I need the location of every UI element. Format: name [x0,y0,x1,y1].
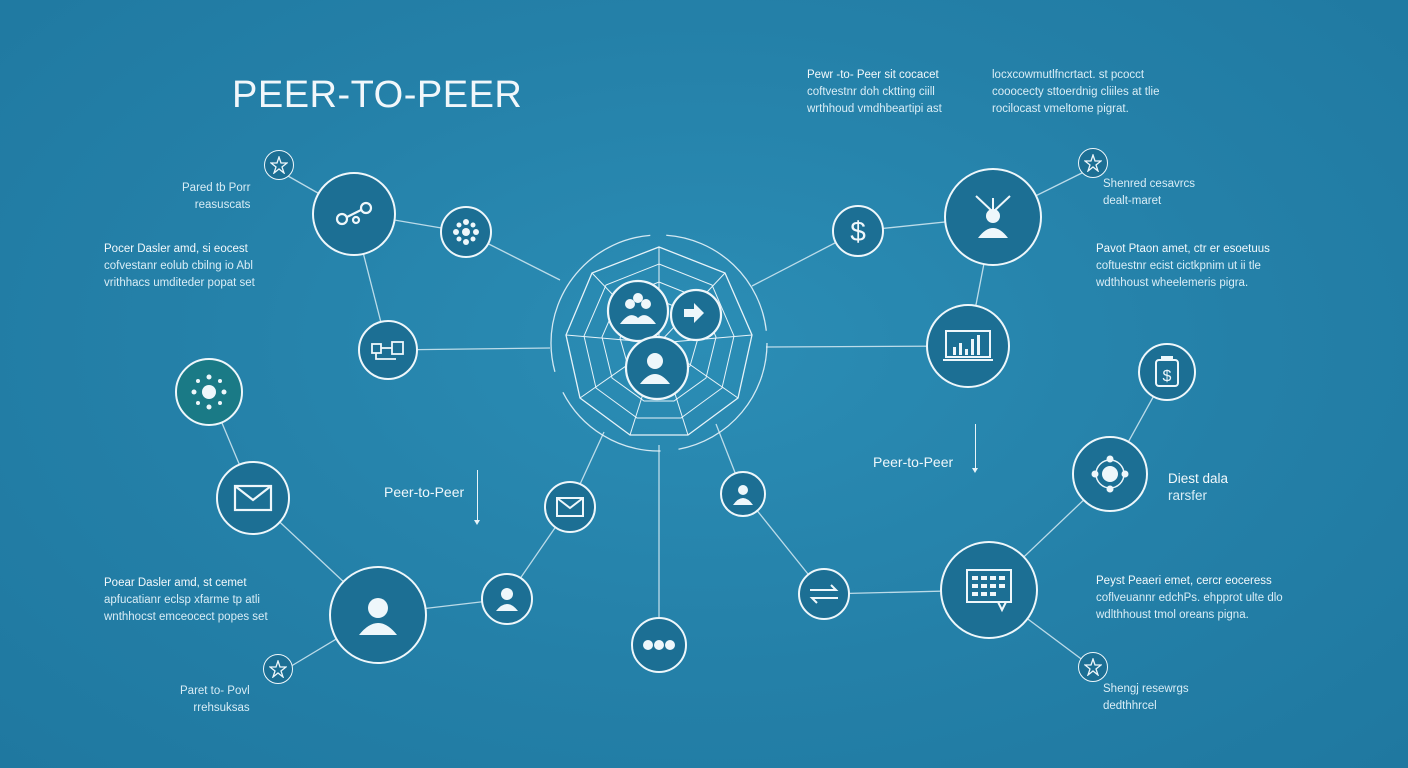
label-line: Shenred cesavrcs [1103,178,1196,190]
label-line: dedthhrcel [1103,700,1157,712]
paragraph-line: wnthhocst emceocect popes set [104,611,268,623]
mail-node-center[interactable] [544,481,596,533]
label-line: reasuscats [194,199,251,211]
top-text-right-line: cooocecty sttoerdnig cliiles at tlie [992,86,1160,98]
swap-node[interactable] [798,568,850,620]
down-arrow-marker [474,470,480,525]
right-upper-label: Shenred cesavrcs dealt-maret [1103,176,1195,210]
label-line: Pared tb Porr [182,182,251,194]
chart-screen-icon [943,330,993,361]
paragraph-line: cofvestanr eolub cbilng io Abl [104,260,253,272]
small-user-icon [496,588,518,611]
left-upper-label: Pared tb Porr reasuscats [182,180,250,214]
flow-node[interactable] [358,320,418,380]
exchange-node[interactable] [631,617,687,673]
chart-screen-node[interactable] [926,304,1010,388]
paragraph-line: vrithhacs umditeder popat set [104,277,255,289]
left-lower-label: Paret to- Povl rrehsuksas [180,683,250,717]
top-text-left-line: coftvestnr doh cktting ciill [807,86,935,98]
link-chain-node[interactable] [312,172,396,256]
swap-arrows-icon [809,584,839,604]
star-node-top-left[interactable] [264,150,294,180]
dashboard-node[interactable] [940,541,1038,639]
mid-right-label: Peer-to-Peer [873,454,954,470]
star-node-bottom-left[interactable] [263,654,293,684]
money-jar-icon: $ [1155,356,1179,387]
hub-members [606,279,723,401]
cluster-icon [453,219,479,245]
star-icon [269,660,287,678]
envelope-icon [233,484,273,512]
person-node[interactable] [720,471,766,517]
share-person-icon [975,195,1011,238]
paragraph-line: coftuestnr ecist cictkpnim ut ii tle [1096,260,1261,272]
paragraph-line: coflveuannr edchPs. ehpprot ulte dlo [1096,592,1283,604]
top-text-right-line: locxcowmutlfncrtact. st pcocct [992,69,1145,81]
right-paragraph-2: Peyst Peaeri emet, cercr eoceress coflve… [1096,573,1283,624]
label-line: Shengj resewrgs [1103,683,1189,695]
paragraph-line: Pocer Dasler amd, si eocest [104,243,248,255]
label-line: rrehsuksas [193,702,250,714]
svg-text:$: $ [1163,368,1172,385]
paragraph-line: Peyst Peaeri emet, cercr eoceress [1096,575,1272,587]
right-paragraph-1: Pavot Ptaon amet, ctr er esoetuus coftue… [1096,241,1270,292]
paragraph-line: apfucatianr eclsp xfarme tp atli [104,594,260,606]
exchange-icon [643,640,675,650]
dollar-node[interactable]: $ [832,205,884,257]
top-text-right-line: rocilocast vmeltome pigrat. [992,103,1129,115]
small-user-node[interactable] [481,573,533,625]
cluster-node[interactable] [440,206,492,258]
mail-node-left[interactable] [216,461,290,535]
paragraph-line: Poear Dasler amd, st cemet [104,577,247,589]
top-text-left-line: wrthhoud vmdhbeartipi ast [807,103,942,115]
left-paragraph-1: Pocer Dasler amd, si eocest cofvestanr e… [104,241,255,292]
label-line: Paret to- Povl [180,685,250,697]
label-line: dealt-maret [1103,195,1162,207]
user-node[interactable] [329,566,427,664]
gear-people-icon [1091,455,1129,493]
paragraph-line: wdlthhoust tmol oreans pigna. [1096,609,1249,621]
star-node-bottom-right[interactable] [1078,652,1108,682]
gear-people-node[interactable] [1072,436,1148,512]
star-icon [1084,658,1102,676]
diagram-title: PEER-TO-PEER [232,74,523,116]
right-data-label: Diest dala rarsfer [1168,470,1228,504]
paragraph-line: Pavot Ptaon amet, ctr er esoetuus [1096,243,1270,255]
top-text-left: Pewr -to- Peer sit cocacet coftvestnr do… [807,67,942,118]
left-paragraph-2: Poear Dasler amd, st cemet apfucatianr e… [104,575,268,626]
star-icon [1084,154,1102,172]
top-text-left-line: Pewr -to- Peer sit cocacet [807,69,939,81]
hub-dots-icon [191,374,227,410]
top-text-right: locxcowmutlfncrtact. st pcocct cooocecty… [992,67,1159,118]
envelope-icon [556,497,584,517]
hub-dots-node[interactable] [175,358,243,426]
paragraph-line: wdthhoust wheelemeris pigra. [1096,277,1249,289]
flow-icon [371,341,404,360]
label-line: rarsfer [1168,488,1208,503]
dollar-icon: $ [850,216,866,247]
mid-left-label: Peer-to-Peer [384,484,465,500]
star-node-top-right[interactable] [1078,148,1108,178]
person-icon [733,485,753,505]
svg-text:$: $ [850,216,866,247]
star-icon [270,156,288,174]
money-jar-node[interactable]: $ [1138,343,1196,401]
right-lower-label: Shengj resewrgs dedthhrcel [1103,681,1189,715]
share-person-node[interactable] [944,168,1042,266]
label-line: Diest dala [1168,471,1229,486]
link-chain-icon [335,201,373,226]
user-icon [359,598,397,635]
dashboard-icon [966,569,1012,613]
down-arrow-marker [972,424,978,473]
